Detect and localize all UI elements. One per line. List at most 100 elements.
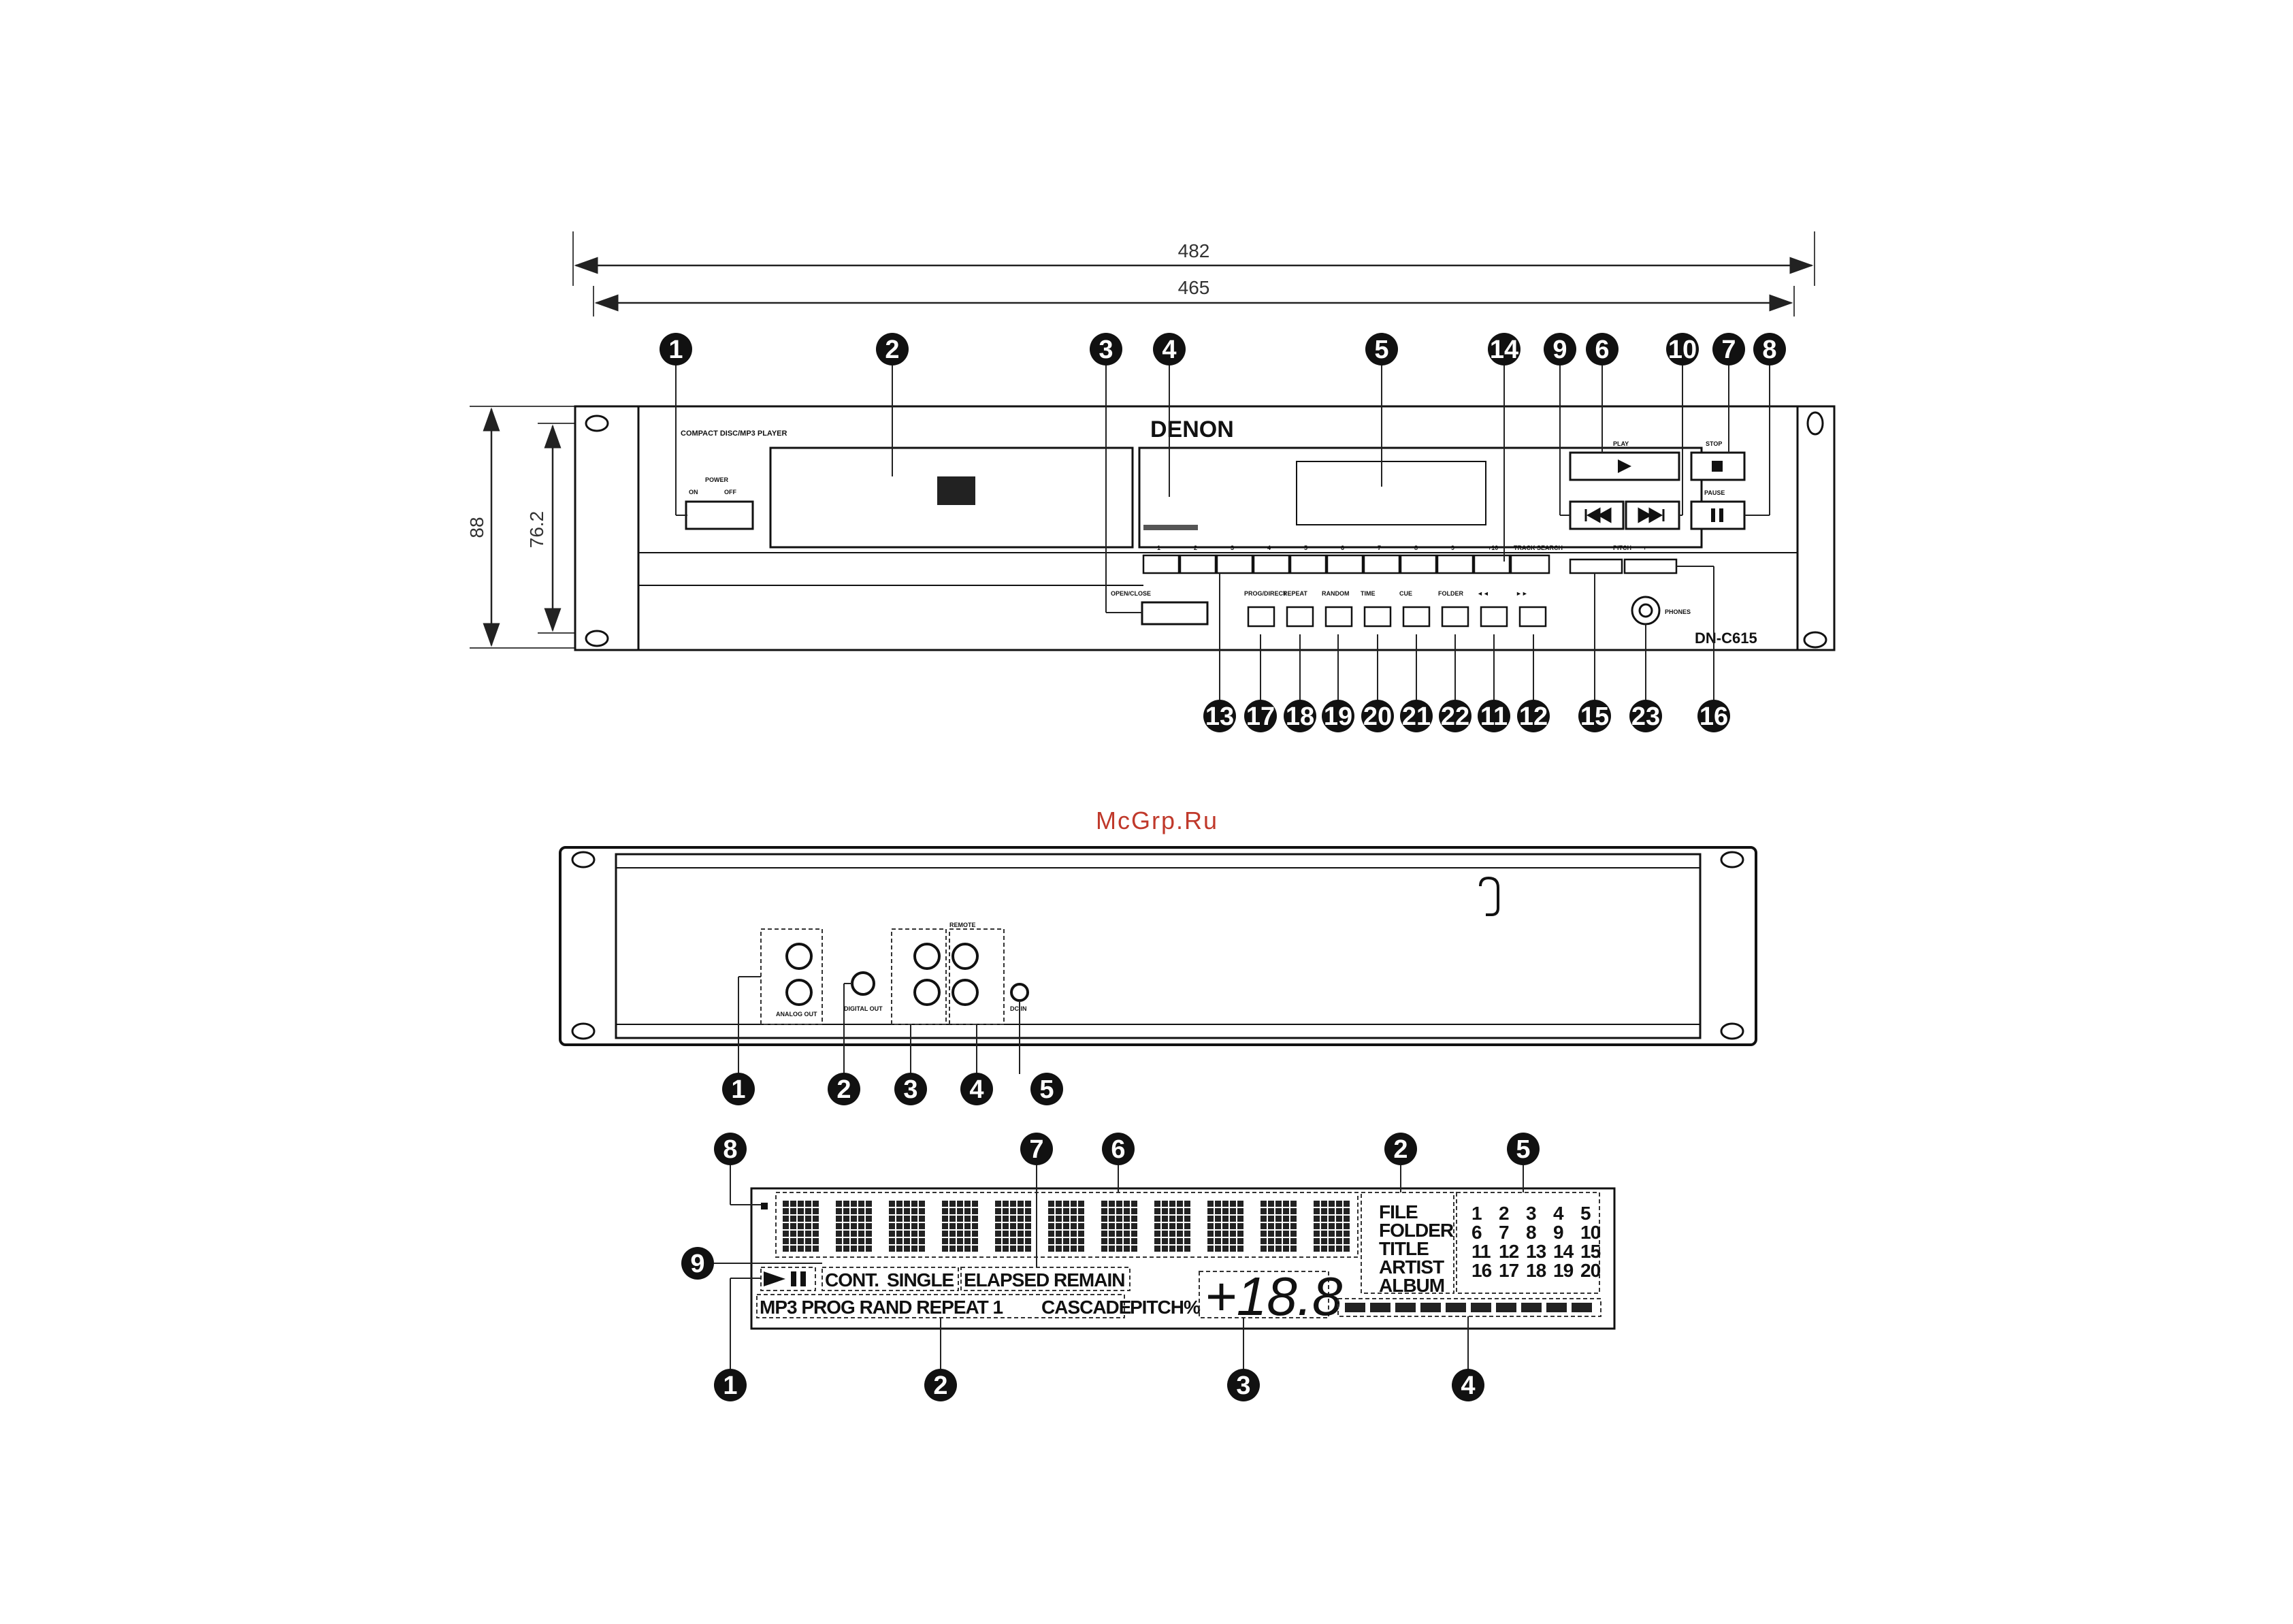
function-key-5[interactable] (1441, 606, 1469, 628)
front-callout-15-badge (1578, 700, 1611, 732)
display-callout-top-5-number: 5 (1516, 1135, 1530, 1164)
height-dimension-76: 76.2 (526, 423, 585, 634)
pitch-minus-button[interactable] (1569, 558, 1623, 574)
cascade-out-jack[interactable] (952, 979, 979, 1006)
front-callout-16: 16 (1697, 700, 1730, 732)
remote-in-jack[interactable] (913, 943, 941, 970)
display-callout-bottom-3-badge (1227, 1369, 1260, 1401)
matrix-char (1261, 1201, 1297, 1252)
front-callout-17-number: 17 (1246, 702, 1275, 731)
num-key-8[interactable] (1399, 554, 1437, 574)
front-callout-7: 7 (1712, 333, 1745, 366)
function-key-0[interactable] (1247, 606, 1275, 628)
level-segment (1446, 1303, 1466, 1312)
power-off-label: OFF (724, 489, 736, 496)
level-segment (1420, 1303, 1441, 1312)
num-key-5[interactable] (1289, 554, 1327, 574)
remain-label: REMAIN (1054, 1269, 1124, 1290)
track-number-18: 18 (1526, 1260, 1546, 1281)
front-callout-3-badge (1090, 333, 1122, 366)
front-callout-21: 21 (1400, 700, 1433, 732)
num-key-4[interactable] (1252, 554, 1290, 574)
function-key-4[interactable] (1402, 606, 1431, 628)
front-callout-16-number: 16 (1700, 702, 1728, 731)
analog-out-l-jack[interactable] (785, 943, 813, 970)
rear-callout-4: 4 (960, 1073, 993, 1105)
pitch-plus-button[interactable] (1623, 558, 1678, 574)
function-key-7[interactable] (1518, 606, 1547, 628)
level-segment (1370, 1303, 1391, 1312)
dc-in-jack[interactable] (1010, 983, 1029, 1002)
front-callout-4-number: 4 (1162, 336, 1176, 364)
open-close-button[interactable] (1141, 601, 1209, 626)
track-number-11: 11 (1471, 1241, 1491, 1262)
rear-callout-leaders (738, 976, 1020, 1074)
function-key-6[interactable] (1480, 606, 1508, 628)
front-callout-21-badge (1400, 700, 1433, 732)
matrix-char (995, 1201, 1031, 1252)
function-key-3[interactable] (1363, 606, 1392, 628)
display-callout-bottom-1-number: 1 (723, 1371, 737, 1400)
cascade-in-jack[interactable] (952, 943, 979, 970)
track-number-17: 17 (1499, 1260, 1519, 1281)
num-key-label-3: 3 (1231, 545, 1234, 551)
function-key-label-4: CUE (1399, 590, 1412, 597)
front-callout-18: 18 (1284, 700, 1316, 732)
level-segment (1521, 1303, 1542, 1312)
num-key-1[interactable] (1142, 554, 1180, 574)
front-callout-15-number: 15 (1580, 702, 1609, 731)
rear-panel-inner (615, 853, 1702, 1039)
num-key-9[interactable] (1436, 554, 1474, 574)
overall-width-label: 482 (1178, 240, 1210, 261)
num-key-label-+10: +10 (1488, 545, 1498, 551)
power-cord-icon (1479, 876, 1499, 916)
matrix-char (889, 1201, 925, 1252)
overall-height-label: 88 (466, 517, 487, 538)
track-number-14: 14 (1553, 1241, 1574, 1262)
display-callout-top-8-number: 8 (723, 1135, 737, 1164)
disc-tray[interactable] (769, 446, 1134, 549)
front-callout-5-badge (1365, 333, 1398, 366)
power-button[interactable] (685, 500, 754, 530)
display-callout-left-9-badge (681, 1247, 714, 1280)
rear-callout-2-badge (828, 1073, 860, 1105)
level-segment (1471, 1303, 1491, 1312)
front-callout-9-badge (1544, 333, 1576, 366)
front-callout-12-badge (1517, 700, 1550, 732)
num-key-label-4: 4 (1267, 545, 1271, 551)
front-callout-10-number: 10 (1668, 336, 1697, 364)
display-callout-bottom-1-badge (714, 1369, 747, 1401)
display-callout-left-9-number: 9 (690, 1250, 704, 1278)
front-callout-12: 12 (1517, 700, 1550, 732)
front-callout-11-badge (1478, 700, 1510, 732)
rear-callout-3-badge (894, 1073, 927, 1105)
remote-out-jack[interactable] (913, 979, 941, 1006)
display-callout-top-6-badge (1102, 1133, 1135, 1165)
front-callout-9: 9 (1544, 333, 1576, 366)
track-number-3: 3 (1526, 1203, 1536, 1224)
digital-out-jack[interactable] (851, 971, 875, 996)
num-key-7[interactable] (1363, 554, 1401, 574)
pause-indicator-icon (791, 1271, 796, 1286)
front-callout-7-badge (1712, 333, 1745, 366)
matrix-char (1048, 1201, 1084, 1252)
front-callout-11-number: 11 (1480, 702, 1508, 731)
play-indicator-icon (764, 1271, 785, 1286)
rear-callout-5-number: 5 (1039, 1075, 1054, 1104)
front-callout-6-badge (1586, 333, 1619, 366)
analog-out-r-jack[interactable] (785, 979, 813, 1006)
pause-label: PAUSE (1704, 489, 1725, 496)
num-key-3[interactable] (1216, 554, 1254, 574)
num-key-2[interactable] (1179, 554, 1217, 574)
num-key-6[interactable] (1326, 554, 1364, 574)
power-label: POWER (705, 476, 729, 483)
rear-callout-3-number: 3 (903, 1075, 917, 1104)
function-key-1[interactable] (1286, 606, 1314, 628)
function-key-2[interactable] (1324, 606, 1353, 628)
front-panel-group: 482 465 88 76.2 COMPAC (466, 231, 1836, 732)
pause-button[interactable] (1690, 500, 1746, 530)
track-search-button[interactable] (1510, 554, 1550, 574)
front-callout-2-number: 2 (885, 336, 899, 364)
